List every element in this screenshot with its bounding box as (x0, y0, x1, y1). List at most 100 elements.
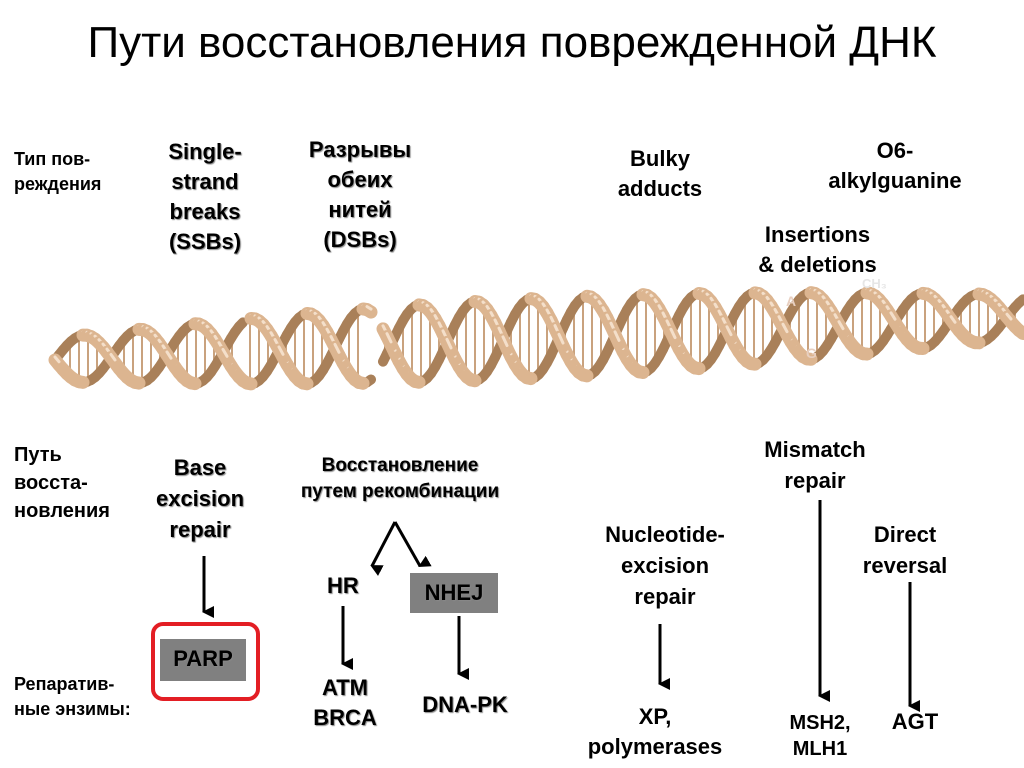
helix-strands (48, 286, 1024, 391)
parp-highlight-frame (151, 622, 260, 701)
damage-line: обеих (327, 167, 393, 192)
damage-line: breaks (169, 199, 241, 224)
page-title: Пути восстановления поврежденной ДНК (87, 18, 937, 67)
helix-strand-segment (104, 350, 122, 370)
damage-dsb: Разрывы обеих нитей (DSBs) (295, 135, 425, 255)
pathway-recombination: Восстановление путем рекомбинации (270, 453, 530, 505)
pathway-line: Восстановление (321, 455, 479, 476)
damage-line: Single- (168, 139, 242, 164)
arrow-recomb-to-nhej (393, 521, 432, 567)
helix-strand-segment (378, 348, 392, 367)
enzyme-line: polymerases (587, 734, 723, 759)
pathway-line: repair (634, 584, 696, 609)
helix-strand-highlight (365, 305, 373, 311)
parp-box (160, 639, 246, 681)
pathway-line: excision (155, 486, 245, 511)
helix-strand-highlight (385, 332, 393, 344)
helix-strand-highlight (333, 342, 341, 354)
damage-line: adducts (617, 176, 703, 201)
pathway-line: Direct (873, 522, 937, 547)
helix-label-g: G (806, 345, 817, 361)
pathway-hr: HR (327, 573, 359, 598)
helix-strand-segment (48, 353, 66, 372)
pathway-base-excision-repair: Base excision repair (140, 452, 260, 545)
damage-line: (SSBs) (168, 229, 242, 254)
helix-strand-highlight (277, 345, 285, 356)
damage-bulky-adducts: Bulky adducts (600, 144, 720, 204)
pathway-line: Mismatch (764, 437, 866, 462)
damage-ssb: Single- strand breaks (SSBs) (150, 137, 260, 257)
helix-strand-highlight (445, 337, 453, 350)
enzyme-line: BRCA (313, 705, 377, 730)
damage-o6-alkylguanine: O6- alkylguanine (810, 136, 980, 196)
enzyme-line: MSH2, (789, 712, 851, 734)
row-label-enzymes: Репаратив- ные энзимы: (14, 672, 131, 722)
pathway-line: repair (169, 517, 231, 542)
pathway-direct-reversal: Direct reversal (845, 519, 965, 581)
helix-strand-highlight (669, 327, 677, 340)
damage-insertions-deletions: Insertions & deletions (740, 220, 895, 280)
enzyme-xp-polymerases: XP, polymerases (570, 702, 740, 762)
helix-strand-highlight (725, 325, 733, 337)
damage-line: Bulky (630, 146, 690, 171)
damage-line: Insertions (764, 222, 871, 247)
helix-strand-highlight (949, 315, 957, 324)
nhej-box (410, 573, 498, 613)
helix-strand-highlight (781, 322, 789, 334)
row-label-line: Репаратив- (14, 674, 115, 694)
helix-strand-segment (216, 345, 234, 366)
enzyme-line: XP, (638, 704, 672, 729)
helix-strand-highlight (53, 355, 61, 364)
row-label-line: Тип пов- (14, 149, 91, 169)
row-label-pathway: Путь восста- новления (14, 441, 110, 525)
enzyme-msh2-mlh1: MSH2, MLH1 (760, 710, 880, 762)
damage-line: strand (171, 169, 239, 194)
row-label-line: Путь (14, 444, 62, 466)
helix-strand-segment (160, 348, 178, 368)
pathway-line: repair (784, 468, 846, 493)
helix-strand-segment (944, 313, 962, 332)
damage-line: O6- (876, 138, 914, 163)
helix-strand-highlight (501, 335, 509, 348)
damage-line: Разрывы (308, 137, 412, 162)
pathway-line: excision (620, 553, 710, 578)
pathway-line: путем рекомбинации (300, 481, 500, 502)
enzyme-agt: AGT (891, 709, 939, 734)
damage-line: & deletions (758, 252, 877, 277)
pathway-line: Nucleotide- (605, 522, 725, 547)
enzyme-atm-brca: ATM BRCA (295, 673, 395, 733)
helix-strand-highlight (1005, 312, 1013, 321)
row-label-line: реждения (14, 174, 102, 194)
helix-strand-segment (1000, 310, 1018, 329)
enzyme-line: ATM (321, 675, 369, 700)
damage-line: нитей (328, 197, 392, 222)
helix-strand-segment (360, 303, 378, 319)
enzyme-line: MLH1 (792, 738, 848, 760)
helix-strand-highlight (837, 320, 845, 331)
helix-strand-highlight (557, 332, 565, 345)
arrow-recomb-to-hr (370, 521, 397, 576)
helix-strand-segment (832, 318, 850, 339)
helix-label-a: A (786, 293, 796, 309)
pathway-line: reversal (862, 553, 948, 578)
helix-label-ch3: CH₃ (862, 276, 887, 291)
helix-strand-segment (234, 317, 248, 332)
pathway-nucleotide-excision-repair: Nucleotide- excision repair (585, 519, 745, 612)
helix-strand-segment (1014, 294, 1024, 308)
pathway-line: Base (173, 455, 227, 480)
pathway-mismatch-repair: Mismatch repair (745, 434, 885, 496)
row-label-line: новления (14, 500, 110, 522)
enzyme-dna-pk: DNA-PK (422, 692, 508, 717)
enzyme-parp: PARP (173, 646, 233, 671)
row-label-damage-type: Тип пов- реждения (14, 147, 101, 197)
helix-strand-highlight (109, 352, 117, 362)
helix-strand-highlight (221, 347, 229, 358)
row-label-line: ные энзимы: (14, 699, 131, 719)
helix-strand-highlight (613, 330, 621, 342)
helix-strand-segment (884, 309, 902, 329)
pathway-nhej: NHEJ (424, 580, 484, 605)
damage-line: alkylguanine (828, 168, 962, 193)
row-label-line: восста- (14, 472, 88, 494)
